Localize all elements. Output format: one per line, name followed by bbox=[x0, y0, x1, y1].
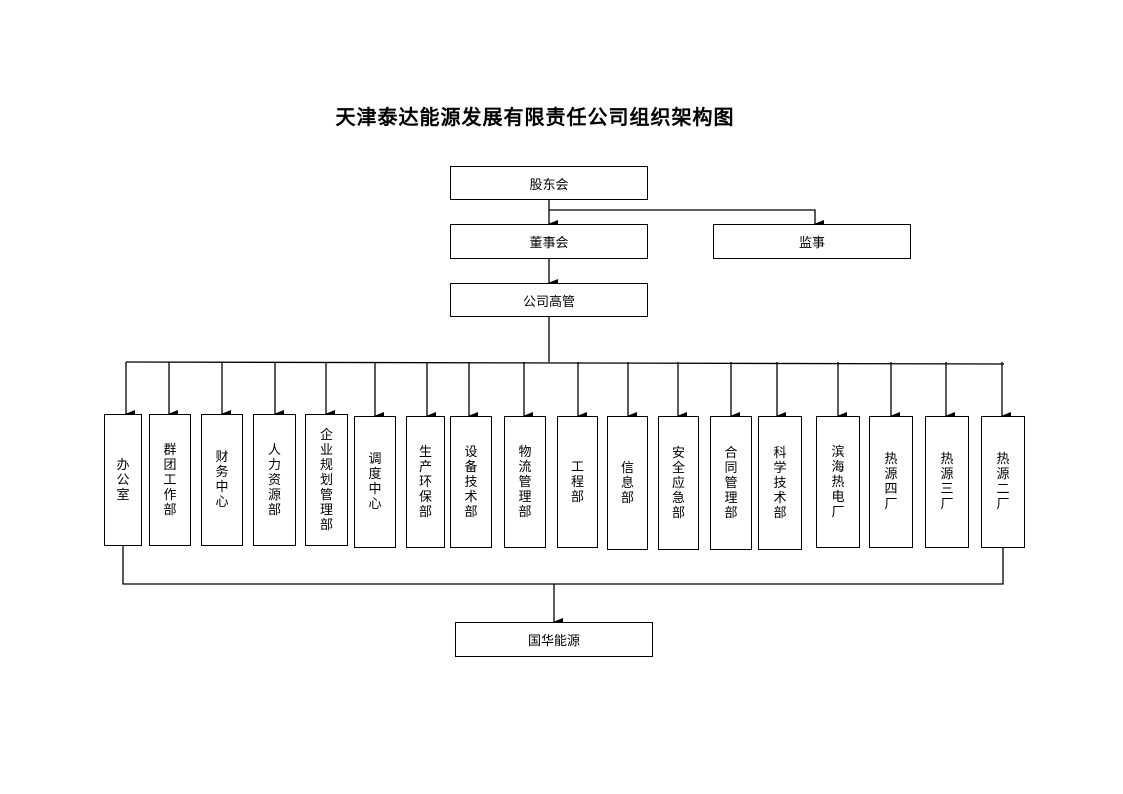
guohua-label: 国华能源 bbox=[527, 634, 580, 649]
department-label: 科学技术部 bbox=[773, 445, 787, 521]
department-box: 人力资源部 bbox=[253, 414, 296, 546]
department-box: 合同管理部 bbox=[710, 416, 752, 550]
department-label: 热源三厂 bbox=[940, 452, 954, 512]
department-label: 滨海热电厂 bbox=[831, 444, 845, 520]
department-box: 调度中心 bbox=[354, 416, 396, 548]
department-box: 财务中心 bbox=[201, 414, 243, 546]
department-box: 物流管理部 bbox=[504, 416, 546, 548]
department-label: 信息部 bbox=[620, 460, 634, 506]
department-box: 企业规划管理部 bbox=[305, 414, 348, 546]
department-box: 信息部 bbox=[607, 416, 648, 550]
department-box: 群团工作部 bbox=[149, 414, 191, 546]
management-label: 公司高管 bbox=[522, 294, 575, 310]
department-label: 办公室 bbox=[116, 457, 130, 503]
department-box: 热源三厂 bbox=[925, 416, 969, 548]
department-box: 科学技术部 bbox=[758, 416, 802, 550]
department-label: 热源二厂 bbox=[996, 452, 1010, 512]
department-label: 企业规划管理部 bbox=[319, 427, 333, 533]
guohua-box: 国华能源 bbox=[455, 622, 653, 657]
department-label: 群团工作部 bbox=[163, 442, 177, 518]
department-label: 财务中心 bbox=[215, 450, 229, 510]
supervisor-box: 监事 bbox=[713, 224, 911, 259]
department-label: 热源四厂 bbox=[884, 452, 898, 512]
department-box: 生产环保部 bbox=[406, 416, 445, 548]
board-label: 董事会 bbox=[529, 236, 569, 251]
department-box: 安全应急部 bbox=[658, 416, 699, 550]
department-label: 物流管理部 bbox=[518, 444, 532, 520]
department-label: 人力资源部 bbox=[267, 442, 281, 518]
connector-department-bus bbox=[125, 361, 1005, 365]
department-label: 安全应急部 bbox=[671, 445, 685, 521]
connector-to-supervisor bbox=[549, 209, 824, 228]
management-box: 公司高管 bbox=[450, 283, 648, 317]
department-box: 热源四厂 bbox=[869, 416, 913, 548]
department-box: 热源二厂 bbox=[981, 416, 1025, 548]
department-label: 调度中心 bbox=[368, 452, 382, 512]
department-label: 工程部 bbox=[570, 459, 584, 505]
supervisor-label: 监事 bbox=[798, 236, 825, 251]
department-box: 滨海热电厂 bbox=[816, 416, 860, 548]
shareholders-box: 股东会 bbox=[450, 166, 648, 200]
department-label: 设备技术部 bbox=[464, 444, 478, 520]
board-box: 董事会 bbox=[450, 224, 648, 259]
department-box: 工程部 bbox=[557, 416, 598, 548]
department-label: 生产环保部 bbox=[418, 444, 432, 520]
department-label: 合同管理部 bbox=[724, 445, 738, 521]
chart-title: 天津泰达能源发展有限责任公司组织架构图 bbox=[335, 105, 735, 129]
connector-bottom-bus bbox=[122, 546, 1004, 585]
department-box: 办公室 bbox=[104, 414, 142, 546]
shareholders-label: 股东会 bbox=[529, 177, 569, 193]
department-box: 设备技术部 bbox=[450, 416, 492, 548]
